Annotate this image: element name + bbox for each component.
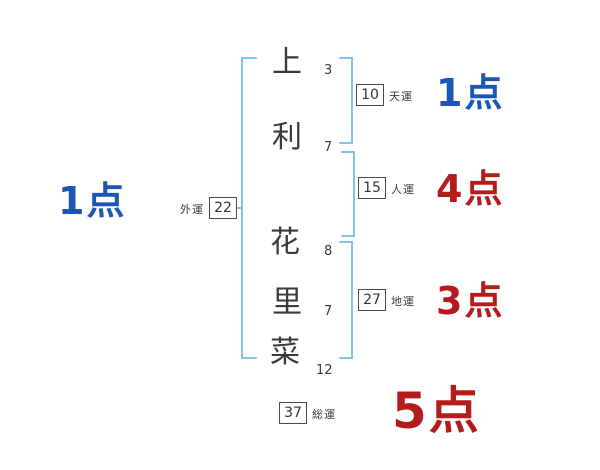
stroke-count-5: 12	[316, 363, 333, 378]
person-luck-bracket	[341, 151, 355, 237]
stroke-count-2: 7	[324, 140, 333, 155]
earth-luck-bracket	[339, 241, 353, 359]
heaven-luck-label: 天運	[389, 90, 413, 103]
earth-luck-label: 地運	[391, 295, 415, 308]
person-luck-score: 4点	[436, 167, 505, 211]
person-luck-box: 15	[358, 177, 386, 199]
name-char-1: 上	[272, 45, 302, 80]
total-luck-score: 5点	[392, 382, 481, 440]
heaven-luck-bracket	[339, 57, 353, 144]
stroke-count-4: 7	[324, 304, 333, 319]
earth-luck-box: 27	[358, 289, 386, 311]
earth-luck-score: 3点	[436, 279, 505, 323]
stroke-count-1: 3	[324, 63, 333, 78]
outer-luck-bracket	[241, 57, 257, 359]
stroke-count-3: 8	[324, 244, 333, 259]
total-luck-label: 総運	[312, 408, 336, 421]
total-luck-box: 37	[279, 402, 307, 424]
name-char-2: 利	[272, 120, 302, 155]
heaven-luck-score: 1点	[436, 71, 505, 115]
outer-luck-score: 1点	[58, 179, 127, 223]
outer-luck-label: 外運	[180, 203, 204, 216]
outer-luck-box: 22	[209, 197, 237, 219]
name-char-5: 菜	[270, 335, 300, 370]
person-luck-label: 人運	[391, 183, 415, 196]
heaven-luck-box: 10	[356, 84, 384, 106]
name-char-3: 花	[270, 225, 300, 260]
name-char-4: 里	[272, 285, 302, 320]
